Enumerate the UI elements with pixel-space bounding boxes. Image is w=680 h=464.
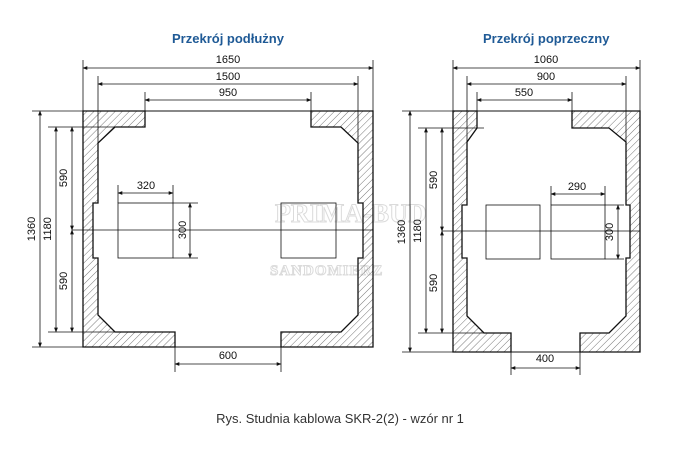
right-dim-upper-half: 590 [428,171,440,189]
left-dim-inner-height: 1180 [42,217,54,241]
left-dim-overall-width: 1650 [216,54,240,66]
right-dim-inner-width: 900 [537,71,555,83]
title-cross-section: Przekrój poprzeczny [483,31,610,46]
right-dim-top-opening: 550 [515,87,533,99]
left-dim-bottom-opening: 600 [219,350,237,362]
left-dim-inner-width: 1500 [216,71,240,83]
figure-caption: Rys. Studnia kablowa SKR-2(2) - wzór nr … [216,411,464,426]
left-window-a [117,202,174,259]
right-dim-overall-height: 1360 [396,220,408,244]
right-dim-window-height: 300 [604,223,616,241]
left-wall-hatched [82,110,374,348]
watermark-brand: PRIMA-BUD [275,199,427,228]
right-window-b [550,204,606,260]
left-dim-top-opening: 950 [219,87,237,99]
right-dim-bottom-opening: 400 [536,353,554,365]
right-dim-lower-half: 590 [428,274,440,292]
longitudinal-section-drawing: 1650 1500 950 320 600 1360 1180 590 590 … [26,54,374,372]
left-dim-window-height: 300 [177,221,189,239]
watermark: PRIMA-BUD SANDOMIERZ [270,199,428,280]
right-dim-inner-height: 1180 [412,219,424,243]
right-dim-overall-width: 1060 [534,54,558,66]
title-longitudinal-section: Przekrój podłużny [172,31,284,46]
cross-section-drawing: 1060 900 550 290 400 1360 1180 590 590 3… [396,54,641,375]
left-dim-upper-half: 590 [58,169,70,187]
right-wall-hatched [452,110,641,353]
watermark-city: SANDOMIERZ [270,263,383,279]
left-dim-overall-height: 1360 [26,217,38,241]
right-window-a [485,204,541,260]
left-dim-window-width: 320 [137,180,155,192]
right-dim-window-width: 290 [568,181,586,193]
left-window-b [280,202,337,259]
left-dim-lower-half: 590 [58,272,70,290]
